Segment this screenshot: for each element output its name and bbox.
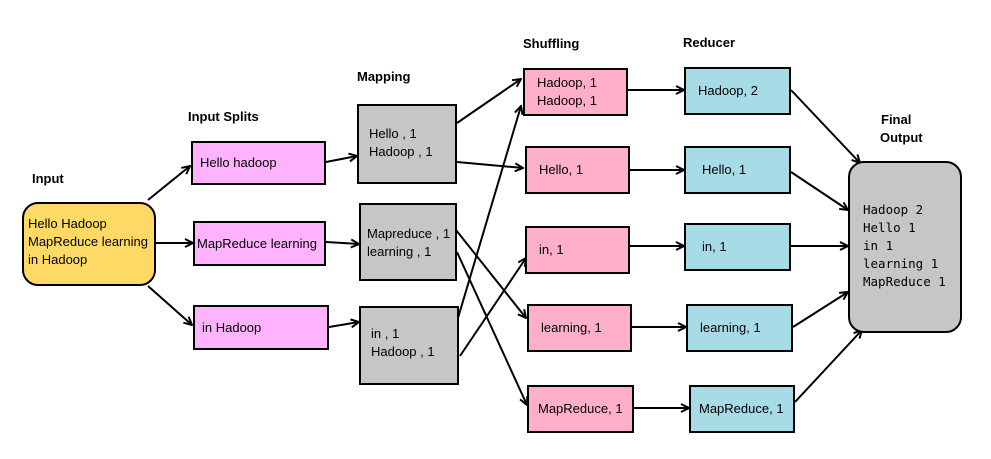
shuffling-box: Hello, 1	[525, 146, 630, 194]
final-output-line: in 1	[863, 238, 894, 253]
reducer-box: Hello, 1	[684, 146, 791, 194]
arrow-split3-map3	[328, 322, 359, 327]
mapping-box: Hello , 1 Hadoop , 1	[357, 104, 457, 184]
reducer-line: in, 1	[702, 239, 727, 254]
header-shuffling: Shuffling	[523, 36, 580, 51]
header-reducer: Reducer	[683, 35, 736, 50]
split-label: MapReduce learning	[197, 235, 317, 251]
arrow-split1-map1	[325, 156, 357, 163]
reducer-line: learning, 1	[700, 320, 761, 335]
reducer-line: Hello, 1	[702, 162, 747, 177]
reducer-line: Hadoop, 2	[698, 83, 758, 98]
mapping-line: Hello , 1	[369, 126, 417, 141]
arrow-red4-final	[792, 292, 848, 328]
split-box: Hello hadoop	[191, 141, 326, 185]
split-box: MapReduce learning	[193, 221, 326, 266]
header-final-output-line2: Output	[880, 130, 923, 145]
input-box: Hello Hadoop MapReduce learning in Hadoo…	[22, 202, 156, 286]
final-output-line: Hello 1	[863, 220, 916, 235]
final-output-line: MapReduce 1	[863, 274, 946, 289]
final-output-box: Hadoop 2 Hello 1 in 1 learning 1 MapRedu…	[848, 161, 962, 333]
split-box: in Hadoop	[193, 305, 329, 350]
mapping-line: Hadoop , 1	[369, 144, 433, 159]
shuffling-line: Hadoop, 1	[537, 75, 597, 90]
input-line: MapReduce learning	[28, 234, 148, 249]
mapping-line: in , 1	[371, 326, 400, 341]
mapping-box: Mapreduce , 1 learning , 1	[359, 203, 457, 281]
mapping-line: Mapreduce , 1	[367, 226, 451, 241]
reducer-box: in, 1	[684, 223, 791, 271]
shuffling-box: in, 1	[525, 226, 630, 274]
arrow-red2-final	[790, 171, 848, 210]
arrow-map2-shuf-learning	[455, 229, 526, 318]
reducer-line: MapReduce, 1	[699, 401, 784, 416]
shuffling-box: MapReduce, 1	[527, 385, 634, 433]
header-final-output-line1: Final	[881, 112, 912, 127]
shuffling-line: Hadoop, 1	[537, 93, 597, 108]
arrow-map3-shuf-in	[459, 258, 526, 357]
arrow-map3-shuf-hadoop	[457, 106, 521, 319]
shuffling-line: in, 1	[539, 242, 564, 257]
shuffling-box: learning, 1	[527, 304, 632, 352]
mapping-box: in , 1 Hadoop , 1	[359, 306, 459, 385]
shuffling-line: MapReduce, 1	[538, 401, 623, 416]
header-input: Input	[32, 171, 64, 186]
arrow-input-split1	[147, 166, 190, 201]
split-label: Hello hadoop	[200, 155, 277, 170]
arrow-map1-shuf-hadoop	[456, 79, 521, 124]
arrow-map2-shuf-mapreduce	[456, 251, 527, 405]
arrow-red1-final	[790, 89, 860, 163]
arrow-split2-map2	[325, 242, 359, 244]
shuffling-box: Hadoop, 1 Hadoop, 1	[523, 68, 628, 116]
input-line: in Hadoop	[28, 252, 88, 267]
reducer-box: Hadoop, 2	[684, 67, 791, 115]
final-output-line: Hadoop 2	[863, 202, 924, 217]
mapping-line: Hadoop , 1	[371, 344, 435, 359]
arrow-red5-final	[794, 330, 862, 403]
shuffling-line: learning, 1	[541, 320, 602, 335]
mapping-line: learning , 1	[367, 244, 432, 259]
header-mapping: Mapping	[357, 69, 411, 84]
reducer-box: learning, 1	[686, 304, 793, 352]
shuffling-line: Hello, 1	[539, 162, 584, 177]
header-input-splits: Input Splits	[188, 109, 259, 124]
reducer-box: MapReduce, 1	[689, 385, 795, 433]
split-label: in Hadoop	[202, 319, 262, 335]
input-line: Hello Hadoop	[28, 216, 107, 231]
final-output-line: learning 1	[863, 256, 939, 271]
arrow-map1-shuf-hello	[456, 161, 523, 168]
arrow-input-split3	[147, 285, 192, 325]
